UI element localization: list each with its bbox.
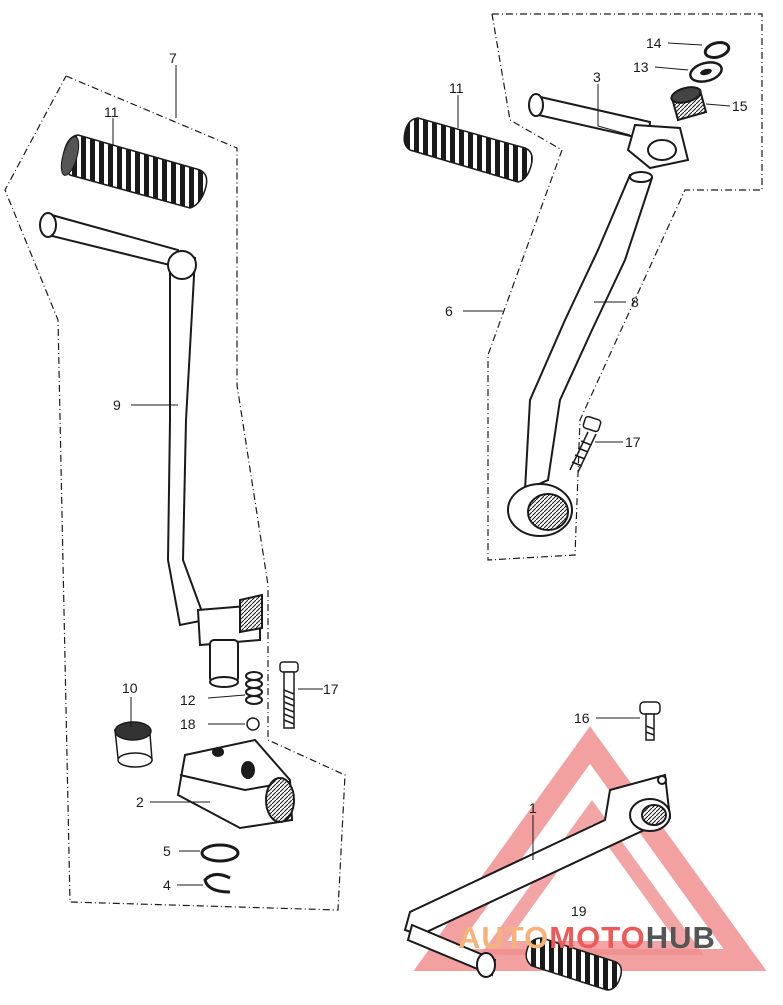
callout-5: 5: [163, 843, 171, 859]
callout-labels: 7 11 9 10 12 18 17 2 5 4 14 13 3 15 11 6…: [104, 35, 748, 919]
footpeg-rubber-right: [403, 117, 533, 183]
callout-11-left: 11: [104, 104, 119, 120]
callout-9: 9: [113, 397, 121, 413]
right-assembly-outline: [487, 13, 763, 561]
o-ring: [703, 41, 731, 59]
callout-19: 19: [571, 903, 587, 919]
leader-lines: [112, 42, 731, 886]
callout-18: 18: [180, 716, 196, 732]
washer: [689, 61, 723, 83]
callout-13: 13: [633, 59, 649, 75]
e-clip: [203, 873, 231, 894]
callout-1: 1: [529, 800, 537, 816]
callout-3: 3: [593, 69, 601, 85]
kick-starter-boss: [176, 738, 295, 830]
change-pedal: [403, 773, 672, 978]
svg-text:AUTOMOTOHUB: AUTOMOTOHUB: [458, 920, 716, 955]
callout-16: 16: [574, 710, 590, 726]
callout-8: 8: [631, 294, 639, 310]
steel-ball: [246, 717, 260, 731]
pivot-arm: [528, 93, 690, 170]
lever-arm: [507, 171, 654, 537]
callout-15: 15: [732, 98, 748, 114]
callout-12: 12: [180, 692, 196, 708]
callout-6: 6: [445, 303, 453, 319]
pedal-rubber: [525, 937, 623, 991]
bolt-left: [279, 661, 299, 729]
callout-11-right: 11: [449, 80, 464, 96]
collar: [114, 721, 153, 768]
callout-17-right: 17: [625, 434, 641, 450]
bushing: [670, 86, 708, 122]
footpeg-rubber-left: [60, 134, 208, 209]
callout-10: 10: [122, 680, 138, 696]
callout-2: 2: [136, 794, 144, 810]
callout-4: 4: [163, 877, 171, 893]
callout-17-left: 17: [323, 681, 339, 697]
bolt-bottom: [639, 701, 661, 741]
kick-starter-arm: [39, 212, 263, 688]
watermark-text: AUTOMOTOHUB: [458, 920, 716, 955]
left-assembly-outline: [4, 75, 346, 911]
spring: [245, 671, 263, 705]
bolt-right: [569, 415, 602, 473]
circlip: [200, 843, 240, 863]
callout-14: 14: [646, 35, 662, 51]
callout-7: 7: [169, 50, 177, 66]
